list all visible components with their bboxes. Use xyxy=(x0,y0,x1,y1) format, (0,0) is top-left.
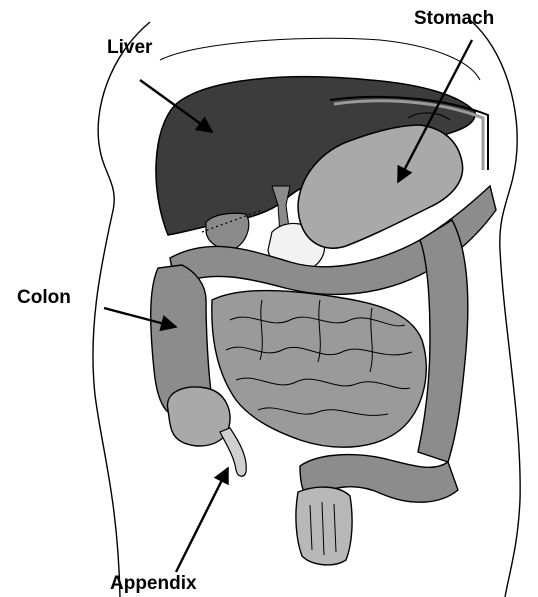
label-stomach: Stomach xyxy=(414,9,494,28)
label-colon: Colon xyxy=(17,288,71,307)
appendix xyxy=(220,428,246,476)
appendix-pointer xyxy=(176,468,228,572)
cecum xyxy=(167,387,229,446)
descending-colon xyxy=(418,220,468,462)
label-liver: Liver xyxy=(107,38,152,57)
label-appendix: Appendix xyxy=(110,574,197,593)
gallbladder xyxy=(206,213,249,249)
